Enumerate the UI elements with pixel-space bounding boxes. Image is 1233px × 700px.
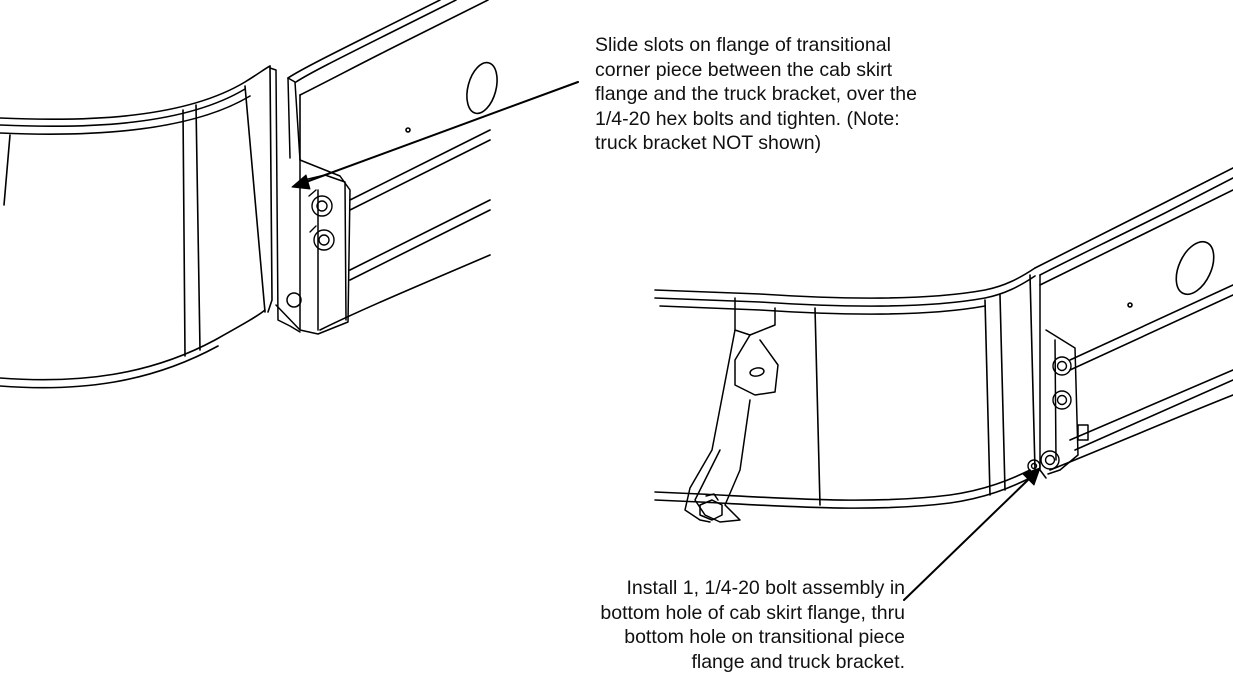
left-cab-panel xyxy=(287,0,498,331)
leader-arrow-bottom xyxy=(903,467,1041,601)
callout-bottom-line: bottom hole on transitional piece xyxy=(624,626,905,648)
callout-top-instruction: Slide slots on flange of transitional co… xyxy=(595,33,917,156)
left-hex-bolts xyxy=(308,189,335,251)
right-inner-bracket xyxy=(684,297,779,523)
callout-top-line: truck bracket NOT shown) xyxy=(595,132,822,154)
leader-arrow-top xyxy=(291,81,579,190)
callout-top-line: corner piece between the cab skirt xyxy=(595,58,892,81)
callout-top-line: 1/4-20 hex bolts and tighten. (Note: xyxy=(595,107,900,130)
callout-top-line: Slide slots on flange of transitional xyxy=(595,34,891,56)
left-cab-skirt-panel xyxy=(0,65,273,389)
right-cab-skirt-panel xyxy=(654,267,1036,509)
callout-bottom-line: bottom hole of cab skirt flange, thru xyxy=(600,601,905,624)
callout-bottom-instruction: Install 1, 1/4-20 bolt assembly in botto… xyxy=(600,576,905,674)
callout-bottom-line: Install 1, 1/4-20 bolt assembly in xyxy=(626,577,905,599)
right-cab-panel xyxy=(1034,167,1233,471)
left-bracket-flange xyxy=(269,67,351,335)
callout-bottom-line: flange and truck bracket. xyxy=(691,650,905,673)
callout-top-line: flange and the truck bracket, over the xyxy=(595,83,917,105)
